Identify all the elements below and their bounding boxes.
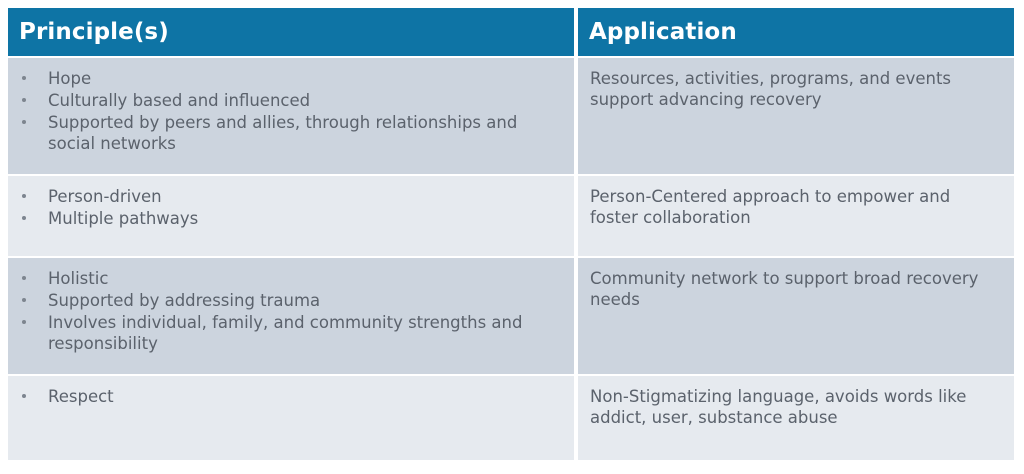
list-item: Holistic bbox=[19, 268, 560, 289]
table-row: Person-driven Multiple pathways Person-C… bbox=[8, 176, 1014, 256]
list-item-label: Involves individual, family, and communi… bbox=[48, 313, 523, 353]
bullet-dot-icon bbox=[22, 98, 26, 102]
list-item-label: Person-driven bbox=[48, 187, 162, 206]
bullet-dot-icon bbox=[22, 394, 26, 398]
principles-application-table: Principle(s) Application Hope Culturally… bbox=[8, 8, 1014, 460]
bullet-dot-icon bbox=[22, 276, 26, 280]
column-header-application-label: Application bbox=[589, 19, 737, 45]
column-header-principles-label: Principle(s) bbox=[19, 19, 169, 45]
principles-list: Hope Culturally based and influenced Sup… bbox=[19, 68, 560, 154]
list-item-label: Culturally based and influenced bbox=[48, 91, 311, 110]
bullet-dot-icon bbox=[22, 194, 26, 198]
list-item-label: Hope bbox=[48, 69, 92, 88]
bullet-dot-icon bbox=[22, 320, 26, 324]
list-item: Supported by addressing trauma bbox=[19, 290, 560, 311]
cell-principles: Holistic Supported by addressing trauma … bbox=[8, 258, 574, 374]
list-item: Multiple pathways bbox=[19, 208, 560, 229]
column-header-principles: Principle(s) bbox=[8, 8, 574, 56]
list-item-label: Respect bbox=[48, 387, 114, 406]
cell-application: Person-Centered approach to empower and … bbox=[578, 176, 1014, 256]
list-item: Respect bbox=[19, 386, 560, 407]
cell-principles: Person-driven Multiple pathways bbox=[8, 176, 574, 256]
list-item: Involves individual, family, and communi… bbox=[19, 312, 560, 354]
list-item: Supported by peers and allies, through r… bbox=[19, 112, 560, 154]
table-header-row: Principle(s) Application bbox=[8, 8, 1014, 56]
list-item: Person-driven bbox=[19, 186, 560, 207]
column-header-application: Application bbox=[578, 8, 1014, 56]
list-item-label: Supported by addressing trauma bbox=[48, 291, 321, 310]
list-item-label: Supported by peers and allies, through r… bbox=[48, 113, 518, 153]
table-row: Respect Non-Stigmatizing language, avoid… bbox=[8, 376, 1014, 460]
application-text: Person-Centered approach to empower and … bbox=[590, 187, 951, 227]
list-item-label: Multiple pathways bbox=[48, 209, 199, 228]
cell-principles: Respect bbox=[8, 376, 574, 460]
cell-application: Non-Stigmatizing language, avoids words … bbox=[578, 376, 1014, 460]
list-item: Culturally based and influenced bbox=[19, 90, 560, 111]
cell-application: Resources, activities, programs, and eve… bbox=[578, 58, 1014, 174]
principles-list: Holistic Supported by addressing trauma … bbox=[19, 268, 560, 354]
principles-list: Person-driven Multiple pathways bbox=[19, 186, 560, 229]
bullet-dot-icon bbox=[22, 298, 26, 302]
application-text: Community network to support broad recov… bbox=[590, 269, 979, 309]
table-row: Holistic Supported by addressing trauma … bbox=[8, 258, 1014, 374]
list-item-label: Holistic bbox=[48, 269, 109, 288]
table-row: Hope Culturally based and influenced Sup… bbox=[8, 58, 1014, 174]
cell-principles: Hope Culturally based and influenced Sup… bbox=[8, 58, 574, 174]
principles-list: Respect bbox=[19, 386, 560, 407]
bullet-dot-icon bbox=[22, 216, 26, 220]
application-text: Non-Stigmatizing language, avoids words … bbox=[590, 387, 967, 427]
list-item: Hope bbox=[19, 68, 560, 89]
bullet-dot-icon bbox=[22, 76, 26, 80]
cell-application: Community network to support broad recov… bbox=[578, 258, 1014, 374]
application-text: Resources, activities, programs, and eve… bbox=[590, 69, 952, 109]
bullet-dot-icon bbox=[22, 120, 26, 124]
